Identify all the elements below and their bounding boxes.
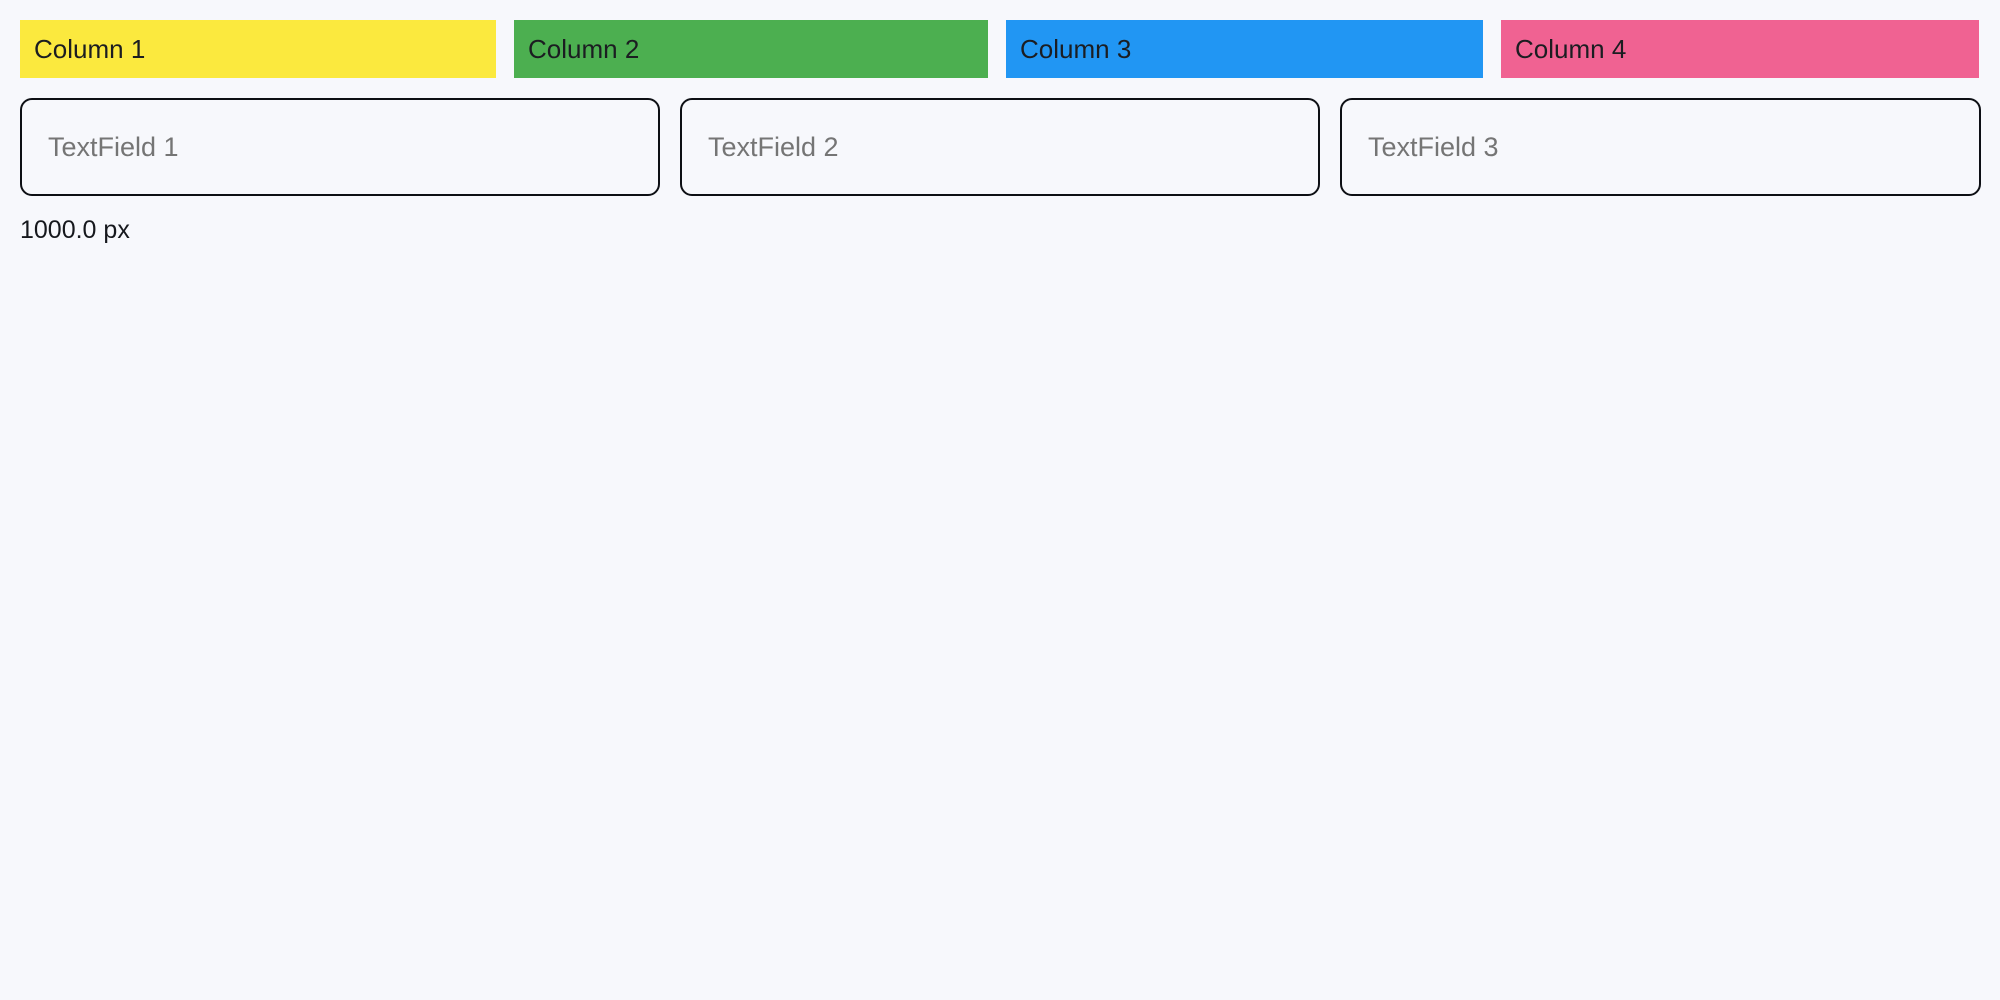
measurement-label: 1000.0 px xyxy=(20,216,130,244)
column-box-2[interactable]: Column 2 xyxy=(514,20,988,78)
text-field-2[interactable] xyxy=(680,98,1320,196)
column-box-1[interactable]: Column 1 xyxy=(20,20,496,78)
text-field-1[interactable] xyxy=(20,98,660,196)
text-fields-row xyxy=(20,98,1981,196)
column-box-4[interactable]: Column 4 xyxy=(1501,20,1979,78)
canvas-area xyxy=(0,260,2000,1000)
column-label-3: Column 3 xyxy=(1020,34,1132,64)
column-label-2: Column 2 xyxy=(528,34,640,64)
column-box-3[interactable]: Column 3 xyxy=(1006,20,1483,78)
column-label-4: Column 4 xyxy=(1515,34,1627,64)
columns-row: Column 1 Column 2 Column 3 Column 4 xyxy=(20,20,1981,78)
text-field-3[interactable] xyxy=(1340,98,1981,196)
column-label-1: Column 1 xyxy=(34,34,146,64)
